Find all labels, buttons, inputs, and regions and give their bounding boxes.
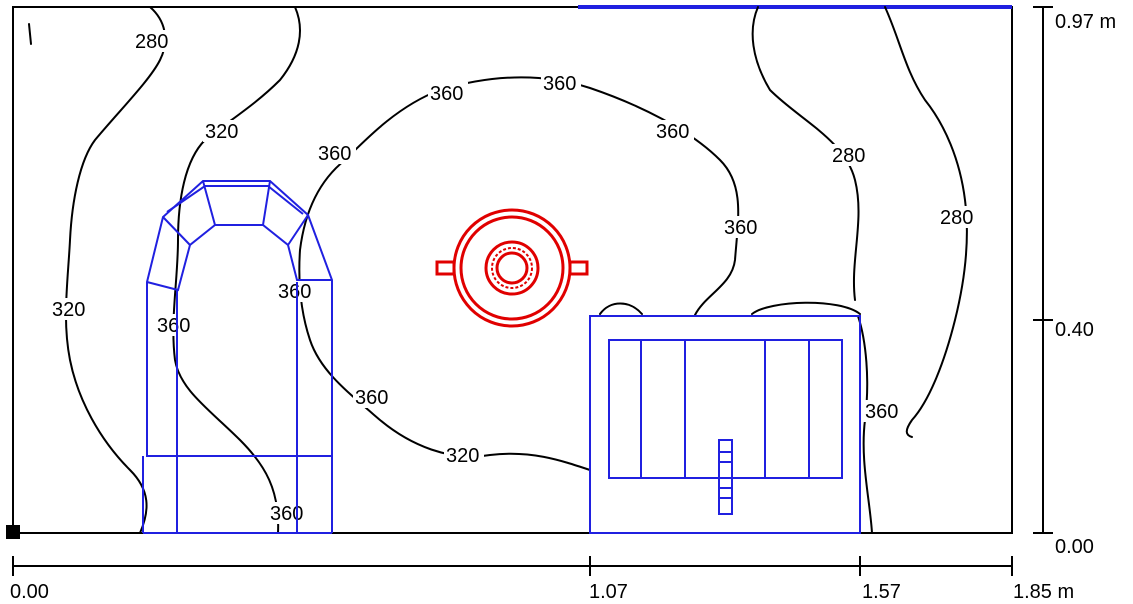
contour-label: 360 bbox=[865, 401, 898, 423]
contour-label-bg bbox=[50, 298, 90, 320]
contour-280-right bbox=[884, 6, 968, 438]
contour-label: 320 bbox=[446, 445, 479, 467]
contour-label: 280 bbox=[135, 31, 168, 53]
contour-label-bg bbox=[863, 400, 903, 422]
contour-label: 320 bbox=[52, 299, 85, 321]
contour-label-bg bbox=[203, 120, 243, 142]
contour-label-bg bbox=[155, 314, 195, 336]
contour-320-right bbox=[751, 6, 860, 301]
contour-label: 360 bbox=[724, 217, 757, 239]
contour-lobe-2 bbox=[751, 301, 861, 315]
contour-lobe-1 bbox=[599, 302, 643, 315]
contour-label: 320 bbox=[205, 121, 238, 143]
contour-label-bg bbox=[133, 30, 173, 52]
contour-label-bg bbox=[444, 444, 484, 466]
plot-frame bbox=[12, 6, 1013, 534]
y-axis: 0.97 m 0.40 0.00 bbox=[1033, 6, 1116, 558]
contour-label-bg bbox=[353, 386, 393, 408]
luminaire-icon bbox=[435, 208, 589, 328]
y-tick-label: 0.40 bbox=[1055, 319, 1094, 341]
contour-label: 360 bbox=[430, 83, 463, 105]
contour-label: 360 bbox=[318, 143, 351, 165]
contour-label: 360 bbox=[270, 503, 303, 525]
contour-320-left bbox=[172, 6, 301, 534]
y-tick-label: 0.00 bbox=[1055, 536, 1094, 558]
contour-fragment bbox=[28, 23, 32, 45]
contour-label: 360 bbox=[157, 315, 190, 337]
x-tick-label: 1.57 bbox=[862, 581, 901, 603]
contour-label: 280 bbox=[940, 207, 973, 229]
contour-label: 360 bbox=[355, 387, 388, 409]
y-tick-label: 0.97 m bbox=[1055, 11, 1116, 33]
x-tick-label: 1.07 bbox=[589, 581, 628, 603]
contour-label-bg bbox=[938, 206, 978, 228]
left-arch-object bbox=[142, 180, 333, 534]
contour-label-bg bbox=[316, 142, 356, 164]
contour-label: 360 bbox=[656, 121, 689, 143]
contour-label: 360 bbox=[278, 281, 311, 303]
x-axis: 0.00 1.07 1.57 1.85 m bbox=[10, 556, 1074, 603]
contour-label-bg bbox=[830, 144, 870, 166]
x-tick-label: 0.00 bbox=[10, 581, 49, 603]
right-box-object bbox=[589, 315, 861, 534]
contour-label-bg bbox=[428, 82, 468, 104]
x-tick-label: 1.85 m bbox=[1013, 581, 1074, 603]
contour-label-bg bbox=[722, 216, 762, 238]
contour-label: 280 bbox=[832, 145, 865, 167]
contour-280-left bbox=[64, 6, 167, 534]
origin-marker bbox=[6, 525, 20, 539]
contour-label: 360 bbox=[543, 73, 576, 95]
contour-label-bg bbox=[541, 72, 581, 94]
contour-label-bg bbox=[654, 120, 694, 142]
